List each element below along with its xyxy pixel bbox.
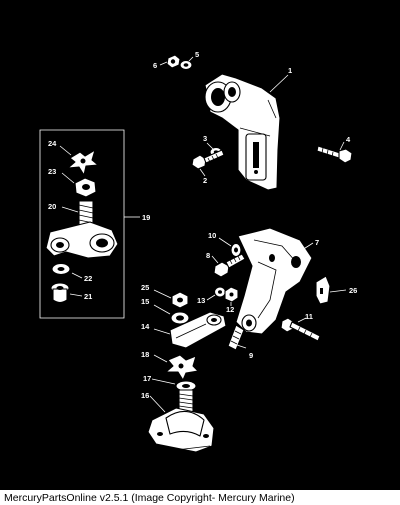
- part-13-washer: [213, 286, 227, 298]
- callout-5: 5: [195, 50, 199, 59]
- part-15-washer: [170, 311, 190, 325]
- callout-19: 19: [142, 213, 150, 222]
- callout-8: 8: [206, 251, 210, 260]
- callout-22: 22: [84, 274, 92, 283]
- callout-3: 3: [203, 134, 207, 143]
- part-8-bolt: [213, 253, 246, 278]
- part-18-wing-nut: [165, 354, 199, 381]
- part-9-stud: [227, 324, 245, 351]
- part-2-bolt: [191, 149, 225, 170]
- callout-26: 26: [349, 286, 357, 295]
- part-6-nut: [166, 54, 181, 69]
- part-5-washer: [179, 59, 193, 71]
- part-22-washer: [51, 262, 71, 276]
- part-4-bolt: [316, 145, 353, 164]
- callout-1: 1: [288, 66, 292, 75]
- callout-23: 23: [48, 167, 56, 176]
- part-12-nut: [224, 286, 239, 303]
- callout-25: 25: [141, 283, 149, 292]
- part-14-link: [169, 311, 227, 349]
- callout-15: 15: [141, 297, 149, 306]
- part-19-clamp-plate: [45, 221, 119, 265]
- callout-20: 20: [48, 202, 56, 211]
- part-26-clip: [315, 275, 331, 305]
- callout-14: 14: [141, 322, 150, 331]
- callout-18: 18: [141, 350, 149, 359]
- callout-11: 11: [305, 312, 313, 321]
- part-10-washer: [230, 242, 242, 258]
- part-1-upper-bracket: [204, 73, 281, 191]
- part-11-bolt: [280, 317, 321, 342]
- callout-2: 2: [203, 176, 207, 185]
- callout-16: 16: [141, 391, 149, 400]
- part-23-nut: [74, 177, 97, 198]
- part-25-nut: [171, 291, 189, 309]
- copyright-caption: MercuryPartsOnline v2.5.1 (Image Copyrig…: [4, 492, 295, 504]
- part-7-lower-bracket: [235, 227, 313, 335]
- callout-13: 13: [197, 296, 205, 305]
- part-24-wing-nut: [67, 149, 99, 176]
- callout-21: 21: [84, 292, 92, 301]
- callout-6: 6: [153, 61, 157, 70]
- callout-24: 24: [48, 139, 57, 148]
- part-16-base-mount: [147, 389, 215, 453]
- callout-7: 7: [315, 238, 319, 247]
- callout-10: 10: [208, 231, 216, 240]
- callout-4: 4: [346, 135, 351, 144]
- callout-17: 17: [143, 374, 151, 383]
- parts-diagram: 1 2 3 4 5 6 7 8 9 10 11 12 13 14 15 16 1…: [0, 0, 400, 490]
- callout-12: 12: [226, 305, 234, 314]
- callout-9: 9: [249, 351, 253, 360]
- part-21-bushing: [50, 282, 70, 304]
